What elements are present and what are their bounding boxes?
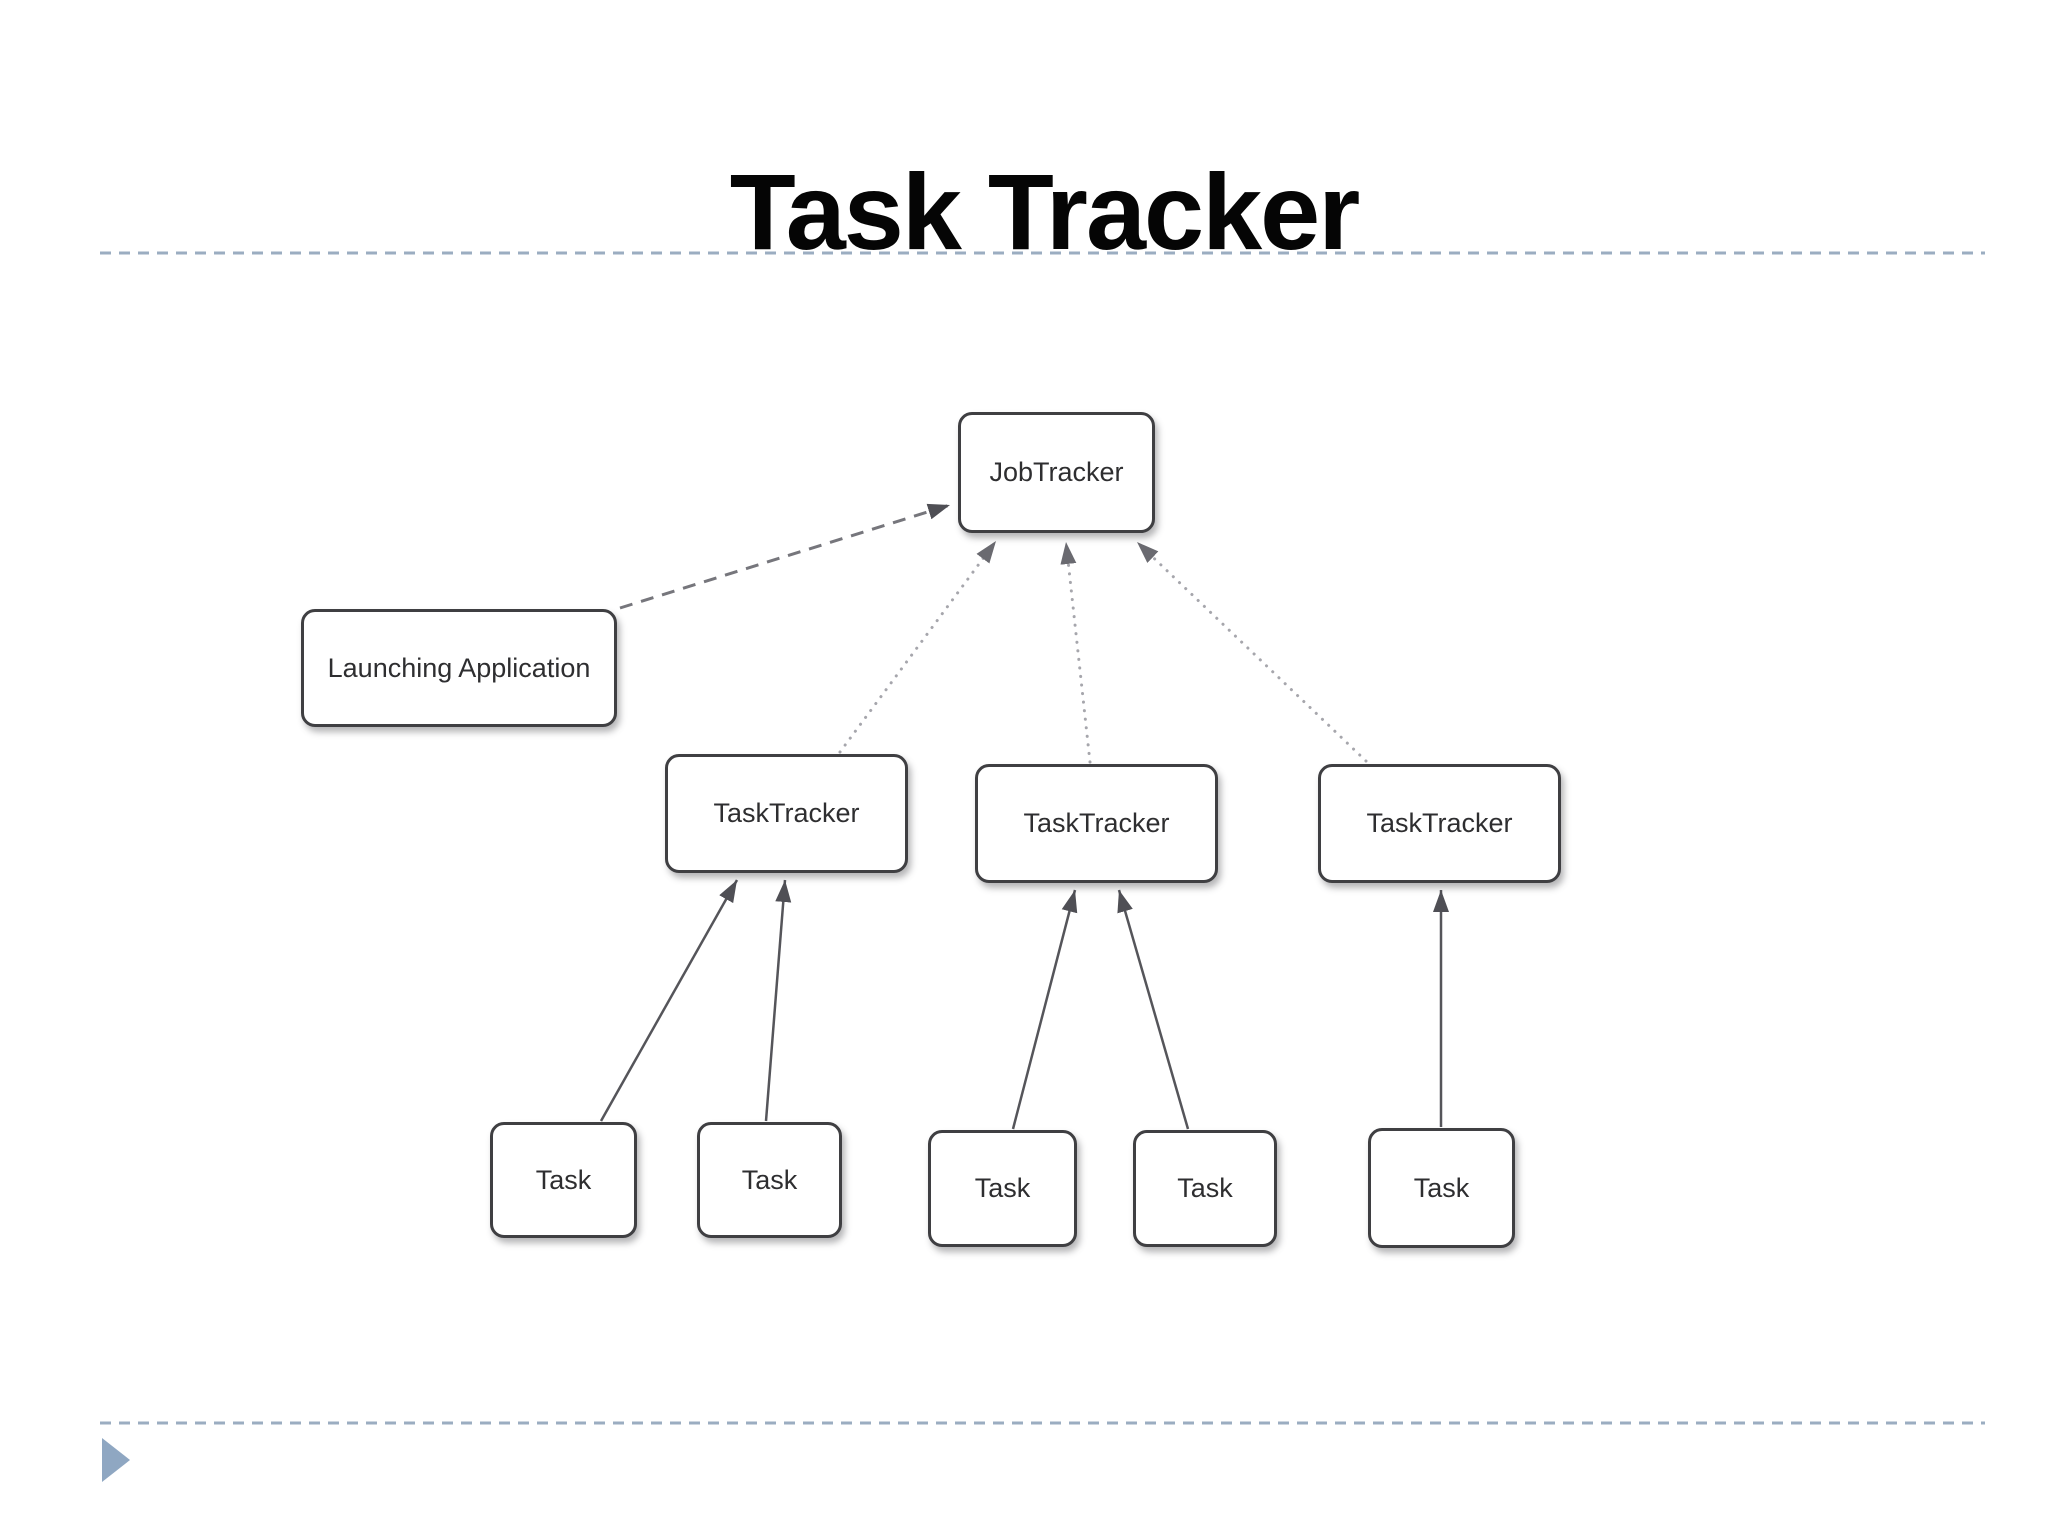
node-label: JobTracker bbox=[989, 457, 1124, 487]
node-task-3: Task bbox=[928, 1130, 1077, 1247]
node-task-4: Task bbox=[1133, 1130, 1277, 1247]
edge-task-tracker-2-to-job-tracker bbox=[1060, 540, 1092, 764]
edge-task-tracker-1-to-job-tracker bbox=[838, 539, 998, 754]
node-task-5: Task bbox=[1368, 1128, 1515, 1248]
node-job-tracker: JobTracker bbox=[958, 412, 1155, 533]
edge-task-1-to-task-tracker-1 bbox=[599, 879, 739, 1122]
node-label: Task bbox=[741, 1164, 798, 1195]
node-task-2: Task bbox=[697, 1122, 842, 1238]
node-task-tracker-1: TaskTracker bbox=[665, 754, 908, 873]
node-label: TaskTracker bbox=[1023, 808, 1170, 838]
node-task-tracker-3: TaskTracker bbox=[1318, 764, 1561, 883]
edge-task-3-to-task-tracker-2 bbox=[1011, 889, 1078, 1130]
node-label: Task bbox=[974, 1173, 1031, 1203]
node-label: Task bbox=[1177, 1173, 1233, 1203]
edge-task-4-to-task-tracker-2 bbox=[1117, 889, 1190, 1130]
slide-footer-triangle-icon bbox=[102, 1438, 130, 1482]
node-label: TaskTracker bbox=[713, 798, 860, 828]
page-title: Task Tracker bbox=[729, 151, 1360, 272]
node-label: Launching Application bbox=[327, 652, 591, 683]
edge-task-2-to-task-tracker-1 bbox=[764, 879, 792, 1122]
node-label: Task bbox=[535, 1164, 592, 1195]
node-label: TaskTracker bbox=[1366, 808, 1513, 838]
node-task-tracker-2: TaskTracker bbox=[975, 764, 1218, 883]
edge-task-tracker-3-to-job-tracker bbox=[1135, 540, 1368, 763]
node-launching-application: Launching Application bbox=[301, 609, 617, 727]
node-task-1: Task bbox=[490, 1122, 637, 1238]
edge-launching-application-to-job-tracker bbox=[619, 503, 951, 610]
node-label: Task bbox=[1413, 1172, 1470, 1203]
